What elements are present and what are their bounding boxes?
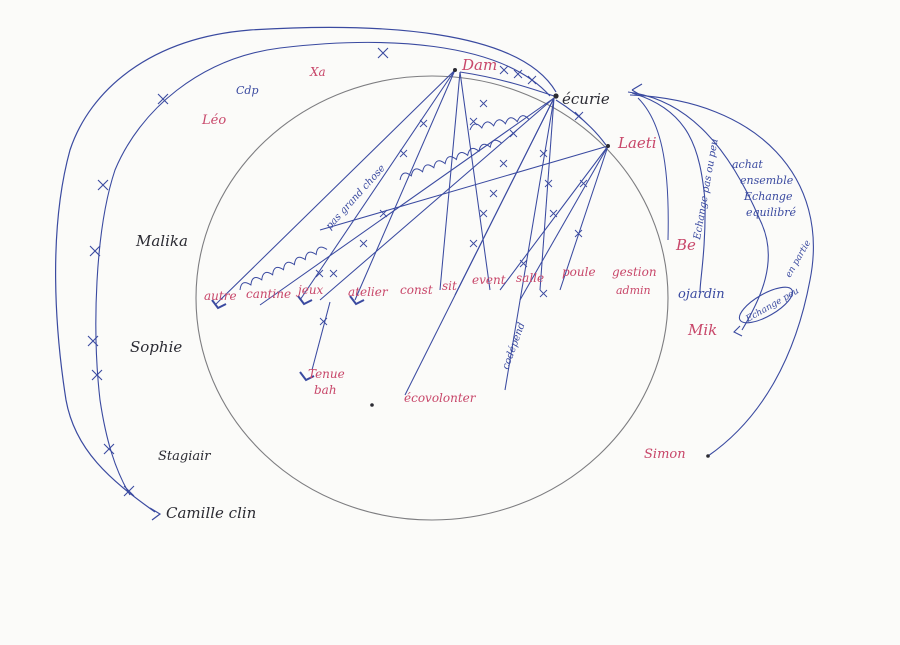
spiral-link-2	[399, 139, 502, 181]
activity-const: const	[400, 283, 433, 297]
dam-fan-links	[214, 69, 491, 306]
right-note-4: equilibré	[746, 206, 796, 219]
arrow-head-camille	[149, 507, 162, 521]
person-leo: Léo	[201, 113, 226, 128]
person-xa: Xa	[309, 65, 326, 79]
person-be: Be	[675, 236, 696, 254]
right-note-3: Echange	[743, 190, 793, 203]
circled-note-label: Echange peu	[744, 286, 801, 325]
tenue-link	[311, 301, 331, 371]
person-cdp: Cdp	[236, 84, 259, 97]
activity-jeux: jeux	[295, 283, 324, 297]
activity-event: event	[472, 273, 506, 287]
activity-gestion: gestion	[612, 265, 657, 279]
outer-cross-marks	[87, 47, 389, 497]
community-circle	[195, 75, 669, 521]
ojardin-link	[631, 92, 706, 293]
dam-link-marks	[499, 65, 537, 85]
arrow-heads	[211, 295, 365, 382]
laeti-fan-links	[319, 145, 609, 301]
outer-link-left	[55, 26, 557, 513]
spiral-link-3	[469, 115, 530, 131]
activity-admin: admin	[616, 284, 651, 297]
activity-atelier: atelier	[348, 285, 389, 299]
dam-ecurie-link	[459, 71, 555, 97]
center-ecurie: écurie	[562, 90, 610, 108]
person-simon: Simon	[644, 447, 686, 462]
fan-cross-marks	[315, 99, 588, 298]
person-stagiair: Stagiair	[158, 449, 211, 464]
person-sophie: Sophie	[130, 338, 182, 356]
laeti-ecurie-link	[555, 99, 607, 146]
activity-autre: autre	[204, 289, 237, 303]
person-mik: Mik	[687, 321, 717, 339]
ecurie-fan-links	[259, 97, 555, 396]
circled-note-ring	[738, 286, 794, 324]
activity-sit: sit	[442, 279, 457, 293]
person-malika: Malika	[135, 232, 188, 250]
simon-link	[629, 94, 814, 457]
spiral-link	[239, 246, 328, 291]
person-laeti: Laeti	[617, 134, 657, 152]
be-link	[637, 97, 669, 241]
right-note-2: ensemble	[740, 174, 794, 187]
activity-poule: poule	[562, 265, 596, 279]
person-dam: Dam	[461, 56, 497, 74]
outer-link-left-2	[95, 41, 551, 496]
node-dots	[370, 68, 710, 458]
activity-bah: bah	[314, 383, 337, 397]
right-note-1: achat	[732, 158, 763, 171]
activity-tenue: Tenue	[308, 367, 345, 381]
activity-salle: salle	[516, 271, 544, 285]
activity-ojardin: ojardin	[678, 287, 725, 302]
activity-cantine: cantine	[246, 287, 291, 301]
person-camille: Camille clin	[166, 504, 256, 522]
up-link-label: codépend	[500, 321, 527, 371]
activity-ecovolonter: écovolonter	[404, 391, 477, 405]
small-note-label: en partie	[784, 239, 813, 280]
